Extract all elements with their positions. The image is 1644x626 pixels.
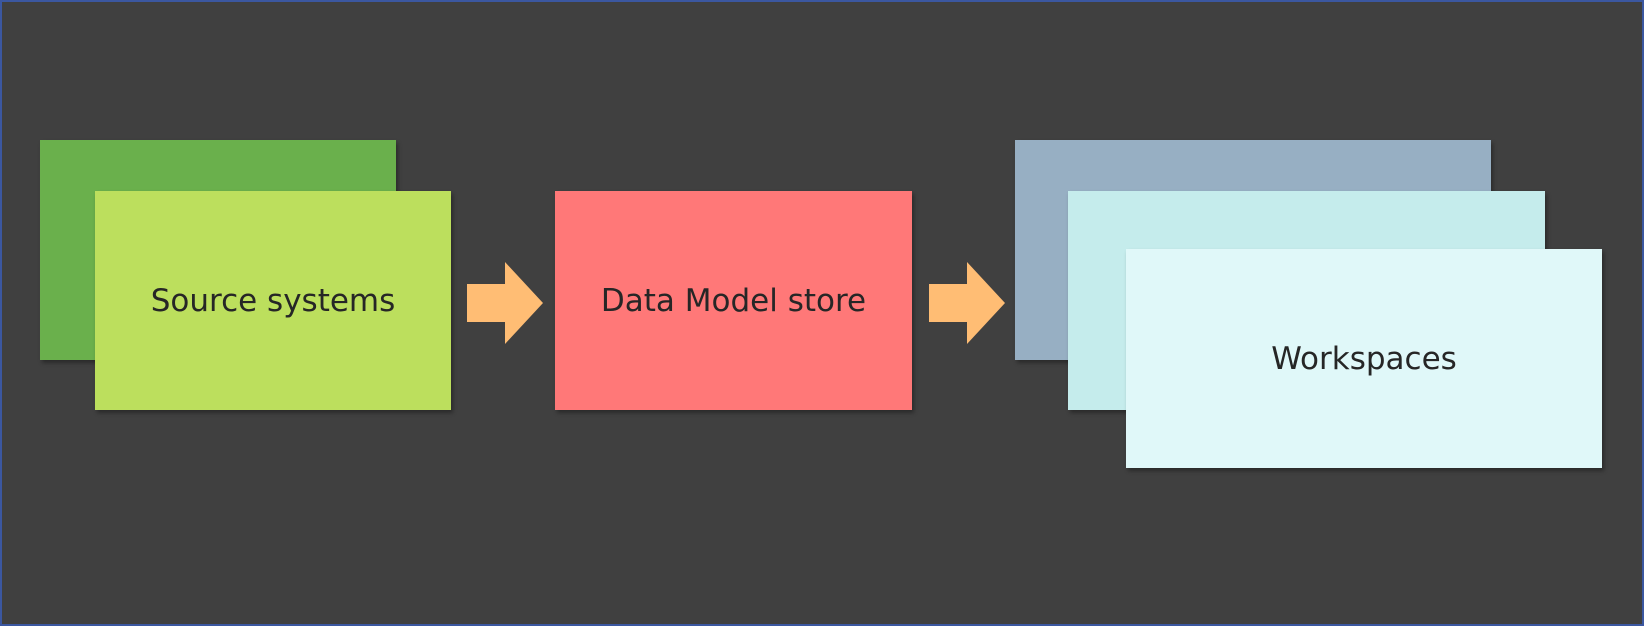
workspaces-label: Workspaces: [1271, 340, 1457, 377]
arrow-datamodel-to-workspaces: [929, 262, 1005, 344]
arrow-source-to-datamodel: [467, 262, 543, 344]
source-systems-card: Source systems: [95, 191, 451, 410]
workspaces-card: Workspaces: [1126, 249, 1602, 468]
arrow-shape: [929, 262, 1005, 344]
source-systems-label: Source systems: [150, 282, 396, 319]
arrow-shape: [467, 262, 543, 344]
data-model-store-label: Data Model store: [600, 282, 867, 319]
data-model-store-card: Data Model store: [555, 191, 912, 410]
